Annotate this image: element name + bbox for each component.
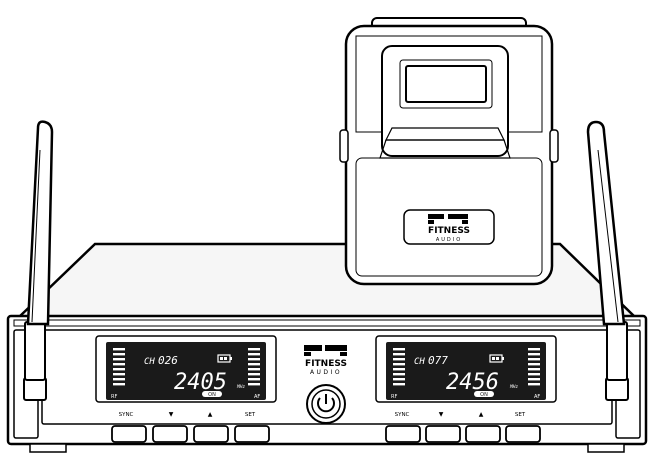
transmitter-display xyxy=(405,65,487,103)
channel-b-status: ON xyxy=(480,392,488,398)
channel-b-up-button[interactable] xyxy=(465,425,501,443)
channel-a-rf-label: RF xyxy=(111,394,117,400)
channel-a-af-label: AF xyxy=(254,394,260,400)
channel-b-label-sync: SYNC xyxy=(395,412,410,418)
left-antenna[interactable] xyxy=(23,120,54,401)
channel-b-lcd xyxy=(386,342,546,400)
channel-b-set-button[interactable] xyxy=(505,425,541,443)
bodypack-transmitter: FITNESS AUDIO xyxy=(339,17,559,286)
channel-a-rf-meter xyxy=(113,348,125,386)
channel-a-lcd xyxy=(106,342,266,400)
brand-sub: AUDIO xyxy=(310,369,342,376)
channel-a-status: ON xyxy=(208,392,216,398)
channel-b-rf-label: RF xyxy=(391,394,397,400)
channel-a-label-set: SET xyxy=(245,412,256,418)
channel-b-rf-meter xyxy=(393,348,405,386)
channel-a-label-down: ▼ xyxy=(169,411,174,418)
channel-a-label-up: ▲ xyxy=(208,411,213,418)
channel-a-panel: CH 026 2405 MHz ON RF AF xyxy=(95,335,277,403)
channel-a-ch-number: 026 xyxy=(158,354,178,367)
transmitter-brand-sub: AUDIO xyxy=(436,237,462,243)
channel-b-af-label: AF xyxy=(534,394,540,400)
channel-b-af-meter xyxy=(528,348,540,386)
brand-logo xyxy=(304,345,347,356)
channel-b-ch-number: 077 xyxy=(428,354,448,367)
power-icon xyxy=(317,394,335,413)
channel-b-panel: CH 077 2456 MHz ON RF AF xyxy=(375,335,557,403)
channel-b-label-set: SET xyxy=(515,412,526,418)
channel-a-frequency: 2405 xyxy=(174,370,227,395)
channel-b-label-up: ▲ xyxy=(479,411,484,418)
channel-b-sync-button[interactable] xyxy=(385,425,421,443)
channel-a-ch-prefix: CH xyxy=(144,357,155,367)
brand-name: FITNESS xyxy=(305,359,347,369)
channel-a-up-button[interactable] xyxy=(193,425,229,443)
channel-a-set-button[interactable] xyxy=(234,425,270,443)
power-button[interactable] xyxy=(306,384,346,424)
transmitter-brand-name: FITNESS xyxy=(428,226,470,236)
right-antenna[interactable] xyxy=(586,120,629,401)
channel-a-down-button[interactable] xyxy=(152,425,188,443)
channel-a-sync-button[interactable] xyxy=(111,425,147,443)
transmitter-logo-plate xyxy=(403,209,495,245)
channel-a-af-meter xyxy=(248,348,260,386)
channel-b-ch-prefix: CH xyxy=(414,357,425,367)
channel-a-unit: MHz xyxy=(236,384,245,390)
channel-b-unit: MHz xyxy=(509,384,518,390)
channel-b-label-down: ▼ xyxy=(439,411,444,418)
battery-icon xyxy=(489,354,504,363)
channel-b-frequency: 2456 xyxy=(446,370,499,395)
channel-b-down-button[interactable] xyxy=(425,425,461,443)
battery-icon xyxy=(217,354,232,363)
channel-a-label-sync: SYNC xyxy=(119,412,134,418)
